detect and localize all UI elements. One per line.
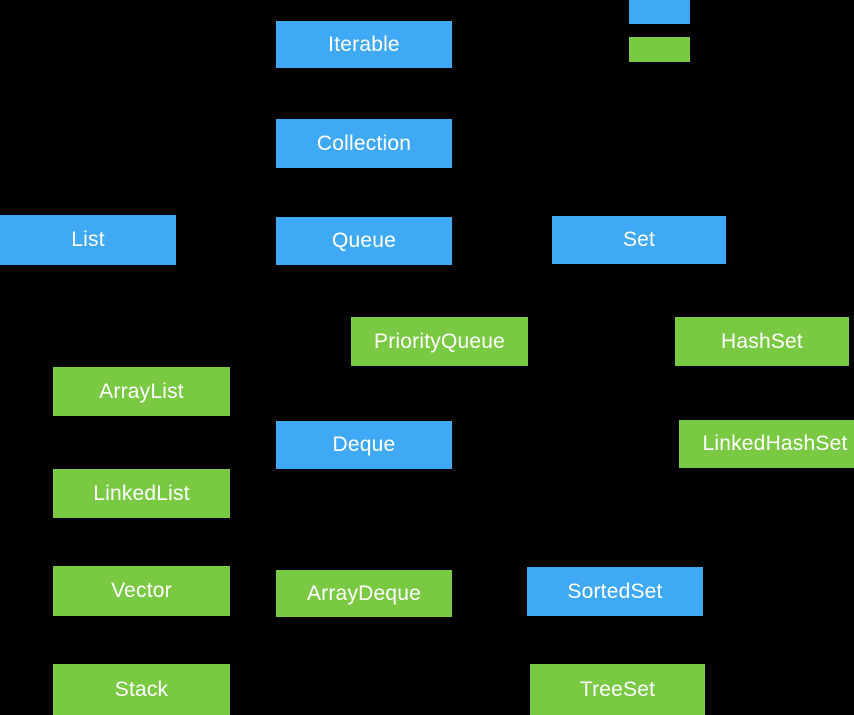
node-priorityqueue: PriorityQueue	[351, 317, 528, 366]
node-queue: Queue	[276, 217, 452, 265]
node-linkedlist: LinkedList	[53, 469, 230, 518]
node-arraylist: ArrayList	[53, 367, 230, 416]
node-collection: Collection	[276, 119, 452, 168]
node-stack: Stack	[53, 664, 230, 715]
node-set: Set	[552, 216, 726, 264]
node-arraydeque: ArrayDeque	[276, 570, 452, 617]
node-deque: Deque	[276, 421, 452, 469]
legend-interface-swatch	[629, 0, 690, 24]
node-list: List	[0, 215, 176, 265]
node-treeset: TreeSet	[530, 664, 705, 715]
node-linkedhashset: LinkedHashSet	[679, 420, 854, 468]
legend-class-swatch	[629, 37, 690, 62]
node-hashset: HashSet	[675, 317, 849, 366]
node-sortedset: SortedSet	[527, 567, 703, 616]
node-iterable: Iterable	[276, 21, 452, 68]
node-vector: Vector	[53, 566, 230, 616]
